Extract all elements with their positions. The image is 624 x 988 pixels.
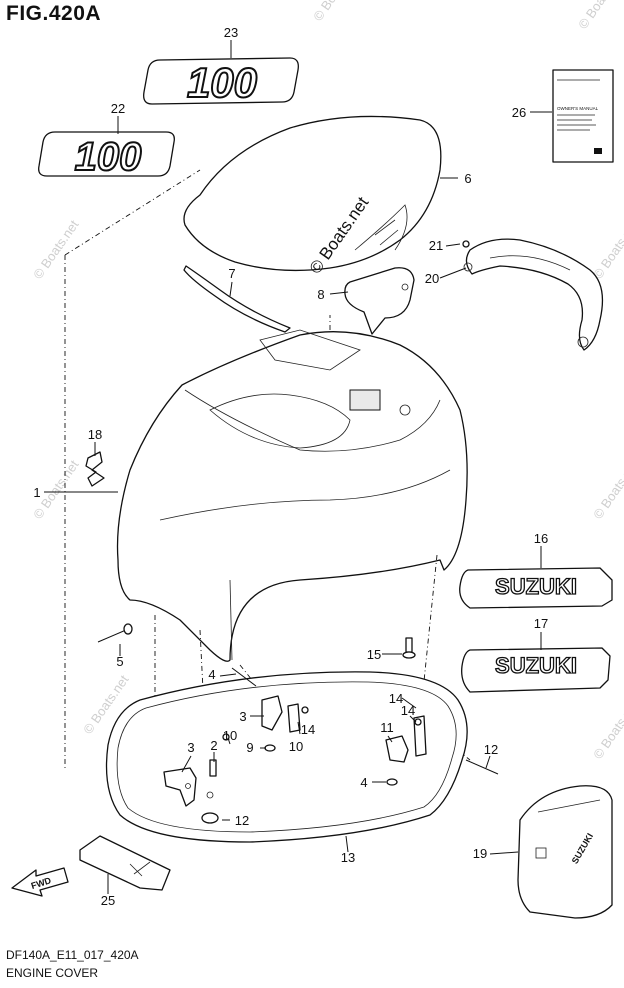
callout-25: 19: [473, 846, 487, 861]
watermark: © Boats.net: [590, 217, 624, 282]
decal-100-lower: 100: [38, 131, 175, 180]
callout-7: 7: [228, 266, 235, 281]
figure-code: DF140A_E11_017_420A: [6, 948, 139, 962]
decal-suzuki-text: SUZUKI: [495, 574, 577, 599]
small-fasteners: [201, 706, 422, 824]
cap-part: [344, 267, 415, 335]
callout-22: 22: [111, 101, 125, 116]
callout-1: 1: [33, 485, 40, 500]
callout-14-mid: 14: [389, 691, 403, 706]
engine-cover: [116, 329, 468, 662]
latch-left: [163, 767, 214, 807]
bolt: [402, 637, 416, 659]
decal-suzuki-17: SUZUKI: [461, 647, 611, 693]
watermark: © Boats.net: [590, 697, 624, 762]
upper-cover-part: [183, 115, 442, 272]
callout-8: 8: [317, 287, 324, 302]
figure-title: FIG.420A: [6, 2, 102, 25]
watermark: © Boats.net: [30, 217, 82, 282]
callout-23: 23: [224, 25, 238, 40]
callout-3-right: 11: [380, 720, 394, 735]
callout-17: 17: [534, 616, 548, 631]
callout-3-left: 3: [239, 709, 246, 724]
callout-15: 15: [367, 647, 381, 662]
fwd-arrow-icon: FWD: [11, 867, 69, 897]
seal-strip: [183, 265, 291, 333]
callout-19: 13: [341, 850, 355, 865]
callout-16: 16: [534, 531, 548, 546]
callout-4-right: 12: [484, 742, 498, 757]
lower-seal: [105, 671, 468, 843]
owners-manual: OWNER'S MANUAL: [552, 69, 614, 163]
decal-suzuki-16: SUZUKI: [459, 567, 613, 609]
callout-4-upper: 4: [208, 667, 215, 682]
callout-11: 14: [401, 703, 415, 718]
latch-right: [385, 715, 427, 763]
decal-100-text: 100: [75, 135, 142, 179]
screw: [462, 240, 470, 248]
manual-title: OWNER'S MANUAL: [557, 106, 599, 111]
callout-24: 25: [101, 893, 115, 908]
suzuki-emblem: [85, 451, 105, 487]
outboard-cover-bag: SUZUKI: [517, 785, 613, 919]
callout-14-center: 14: [301, 722, 315, 737]
figure-caption: ENGINE COVER: [6, 966, 99, 980]
callout-20: 20: [425, 271, 439, 286]
watermark: © Boats.net: [310, 0, 362, 24]
watermark: © Boats.net: [575, 0, 624, 32]
grip-handle: [463, 238, 604, 351]
callout-6: 6: [464, 171, 471, 186]
parts-bag: [79, 835, 171, 891]
callout-26: 26: [512, 105, 526, 120]
callout-21: 21: [429, 238, 443, 253]
callout-12-right: 4: [360, 775, 367, 790]
cable-rod: [231, 667, 499, 775]
latch-center: [261, 695, 301, 733]
pin: [97, 623, 133, 643]
callout-13: 12: [235, 813, 249, 828]
decal-100-text: 100: [187, 59, 257, 106]
callout-12-left: 9: [246, 740, 253, 755]
callout-5: 5: [116, 654, 123, 669]
decal-100-upper: 100: [143, 57, 299, 107]
watermark: © Boats.net: [590, 457, 624, 522]
callout-14-left: 10: [223, 728, 237, 743]
leader-lines: [44, 40, 552, 894]
callout-9: 2: [210, 738, 217, 753]
callout-2: 3: [187, 740, 194, 755]
callout-10: 10: [289, 739, 303, 754]
callout-labels: 23 22 26 6 21 20 7 8 18 1 16 17 15 5 4 3…: [33, 25, 548, 908]
decal-suzuki-text: SUZUKI: [495, 653, 577, 678]
callout-18: 18: [88, 427, 102, 442]
